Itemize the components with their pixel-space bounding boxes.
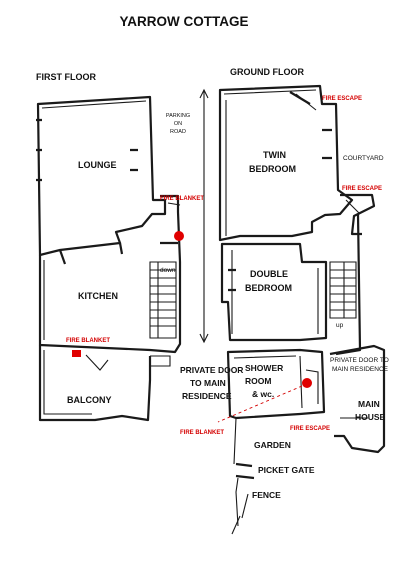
double-bedroom-line-2: BEDROOM xyxy=(245,283,292,293)
fence-line xyxy=(231,515,241,535)
private-door-right-line-1: PRIVATE DOOR TO xyxy=(330,357,389,364)
parking-line-2: ON xyxy=(174,121,182,127)
kitchen-label: KITCHEN xyxy=(78,291,118,301)
fire-blanket-marker-ground xyxy=(302,378,312,388)
picket-gate xyxy=(235,462,255,480)
first-floor-label: FIRST FLOOR xyxy=(36,72,96,82)
double-bedroom-walls xyxy=(220,242,328,342)
courtyard-label: COURTYARD xyxy=(343,155,384,162)
parking-arrow xyxy=(199,88,209,344)
twin-bedroom-walls xyxy=(218,84,354,242)
plan-title: YARROW COTTAGE xyxy=(119,14,248,29)
kitchen-walls xyxy=(38,211,182,354)
ground-floor-label: GROUND FLOOR xyxy=(230,67,304,77)
fence-label: FENCE xyxy=(252,490,281,500)
main-house-walls xyxy=(329,344,386,454)
parking-line-1: PARKING xyxy=(166,113,190,119)
private-door-center-line-1: PRIVATE DOOR xyxy=(180,365,243,375)
fire-escape-label-top: FIRE ESCAPE xyxy=(322,96,362,102)
private-door-center-line-3: RESIDENCE xyxy=(182,391,232,401)
fire-blanket-marker-balcony xyxy=(72,350,81,357)
private-door-center-line-2: TO MAIN xyxy=(190,378,226,388)
balcony-label: BALCONY xyxy=(67,395,112,405)
balcony-walls xyxy=(38,345,152,422)
lounge-walls xyxy=(36,95,167,257)
main-house-line-1: MAIN xyxy=(358,399,380,409)
main-house-line-2: HOUSE xyxy=(355,412,386,422)
double-bedroom-line-1: DOUBLE xyxy=(250,269,288,279)
shower-room-line-3: & wc. xyxy=(252,389,274,399)
first-floor-stairs xyxy=(149,261,177,339)
fire-escape-label-shower: FIRE ESCAPE xyxy=(290,426,330,432)
fire-escape-label-courtyard: FIRE ESCAPE xyxy=(342,186,382,192)
private-door-right-line-2: MAIN RESIDENCE xyxy=(332,366,389,373)
twin-bedroom-line-1: TWIN xyxy=(263,150,286,160)
ground-floor-stairs xyxy=(329,261,357,319)
parking-line-3: ROAD xyxy=(170,129,186,135)
ground-floor-plan: up xyxy=(218,84,386,535)
fire-blanket-marker-first xyxy=(174,231,184,241)
shower-room-line-1: SHOWER xyxy=(245,363,283,373)
twin-bedroom-line-2: BEDROOM xyxy=(249,164,296,174)
fire-blanket-label-first: FIRE BLANKET xyxy=(160,196,204,202)
fire-blanket-label-ground: FIRE BLANKET xyxy=(180,430,224,436)
garden-label: GARDEN xyxy=(254,440,291,450)
lounge-label: LOUNGE xyxy=(78,160,117,170)
stairs-up-label: up xyxy=(336,322,344,329)
shower-room-walls xyxy=(226,348,326,420)
garden-path xyxy=(233,417,249,527)
first-floor-plan: down xyxy=(36,95,182,422)
picket-gate-label: PICKET GATE xyxy=(258,465,315,475)
fire-blanket-label-balcony: FIRE BLANKET xyxy=(66,338,110,344)
stairs-down-label: down xyxy=(160,267,176,274)
shower-room-line-2: ROOM xyxy=(245,376,271,386)
